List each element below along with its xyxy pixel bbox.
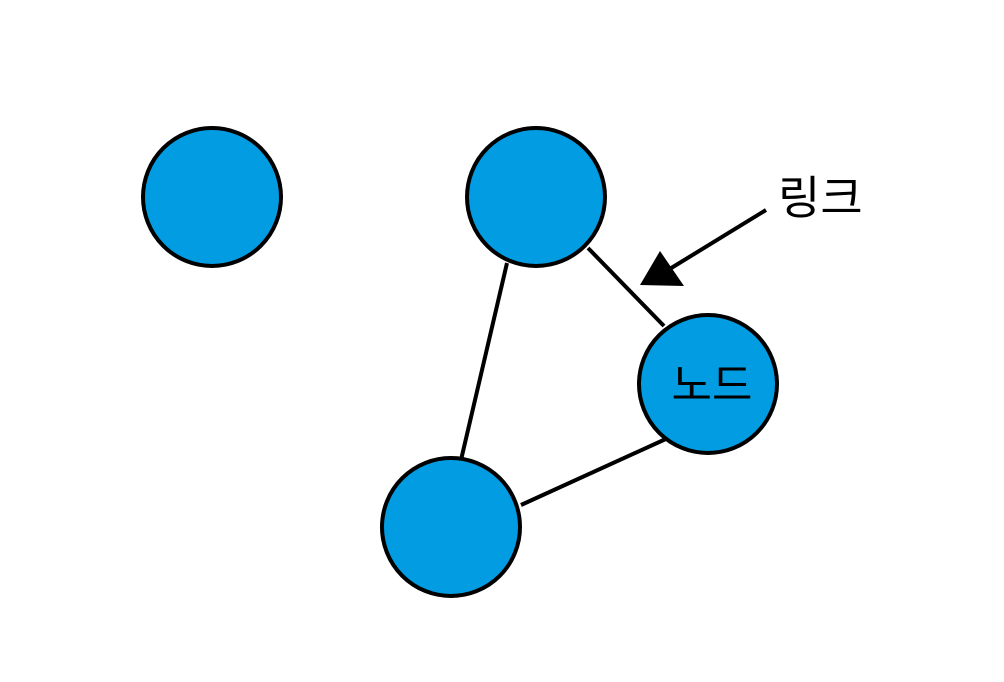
link-pointer-arrowhead <box>640 251 684 286</box>
node-right <box>637 313 779 455</box>
node-bottom <box>380 456 522 598</box>
link-top-right <box>586 246 666 328</box>
node-top <box>465 126 607 268</box>
link-label: 링크 <box>778 171 863 225</box>
node-isolated <box>141 126 283 268</box>
link-bottom-right <box>520 436 669 507</box>
link-top-bottom <box>459 262 509 461</box>
node-label: 노드 <box>672 360 753 411</box>
link-pointer-arrow-line <box>666 208 768 272</box>
